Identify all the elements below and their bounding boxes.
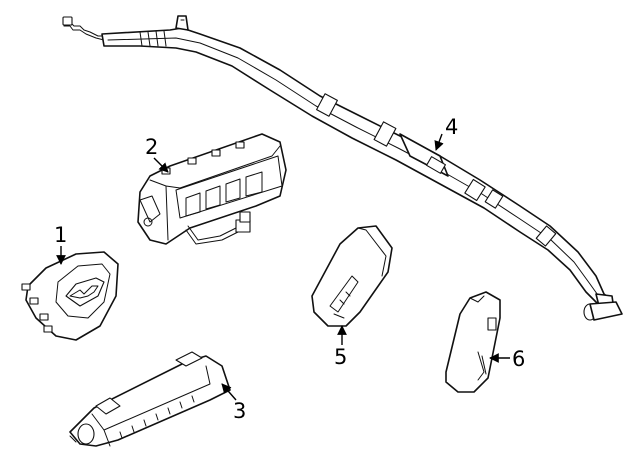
passenger-airbag-module: [137, 133, 287, 245]
callout-label-3: 3: [233, 399, 246, 423]
callout-label-4: 4: [445, 115, 458, 139]
callout-5: 5: [334, 325, 347, 369]
seat-side-airbag: [311, 225, 393, 327]
callout-6: 6: [489, 347, 525, 371]
callout-label-2: 2: [145, 135, 158, 159]
callout-label-1: 1: [54, 223, 67, 247]
callout-4: 4: [434, 115, 458, 151]
driver-airbag: [21, 251, 119, 341]
callout-2: 2: [145, 135, 169, 173]
callout-label-5: 5: [334, 345, 347, 369]
knee-airbag: [69, 351, 231, 447]
callout-3: 3: [221, 383, 246, 423]
callout-1: 1: [54, 223, 67, 265]
side-airbag-small: [445, 291, 501, 393]
curtain-airbag: [62, 15, 623, 321]
callout-label-6: 6: [512, 347, 525, 371]
